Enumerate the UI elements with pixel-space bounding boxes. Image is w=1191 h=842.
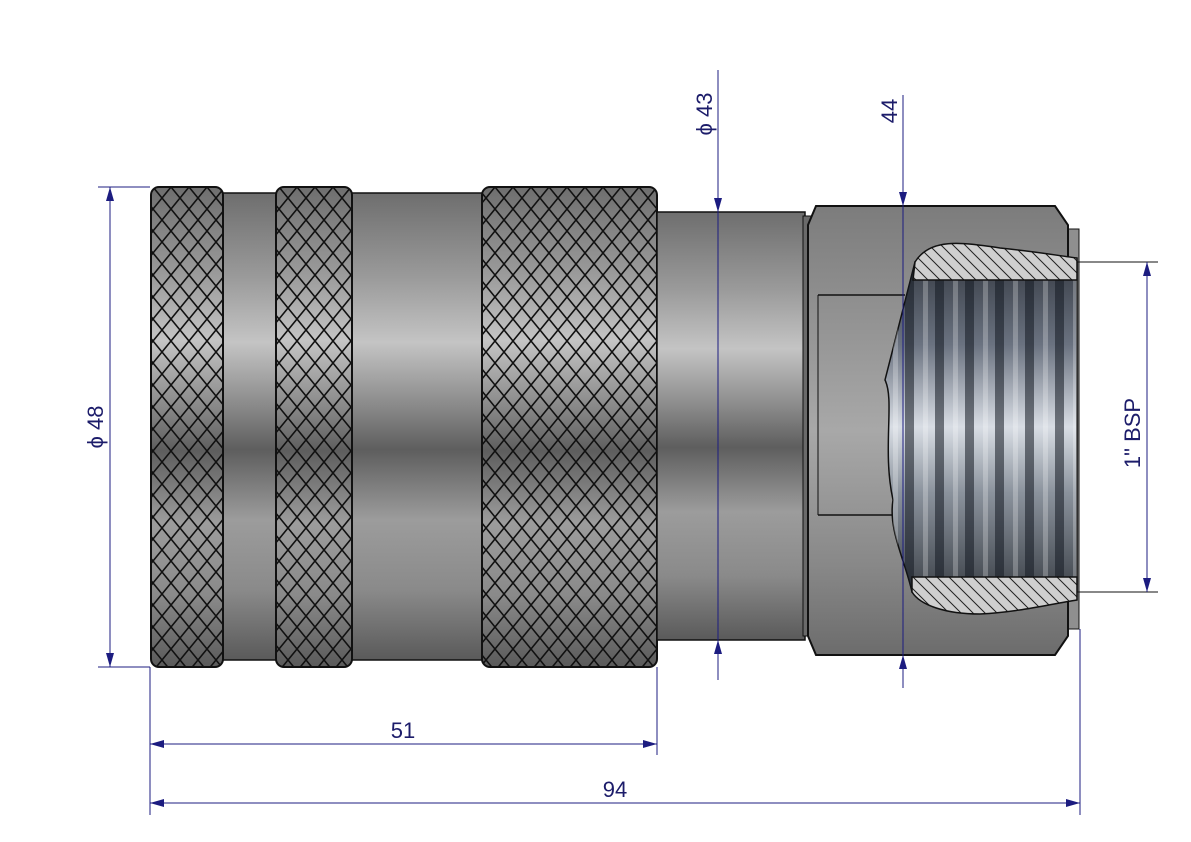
knurled-ring-2 [275, 186, 353, 668]
dim-coupling-length: 51 [391, 718, 415, 743]
knurled-ring-3 [481, 186, 658, 668]
thread-cutaway [884, 242, 1078, 615]
body-groove-1 [221, 192, 279, 661]
dim-thread: 1" BSP [1120, 398, 1145, 468]
body-groove-2 [349, 192, 485, 661]
dim-hex-size: 44 [877, 99, 902, 123]
knurled-ring-1 [150, 186, 224, 668]
sleeve [656, 211, 806, 641]
dim-outer-diameter: ϕ 48 [83, 406, 108, 449]
dim-sleeve-diameter: ϕ 43 [692, 93, 717, 136]
dim-total-length: 94 [603, 777, 627, 802]
dimension-lines [98, 70, 1158, 815]
